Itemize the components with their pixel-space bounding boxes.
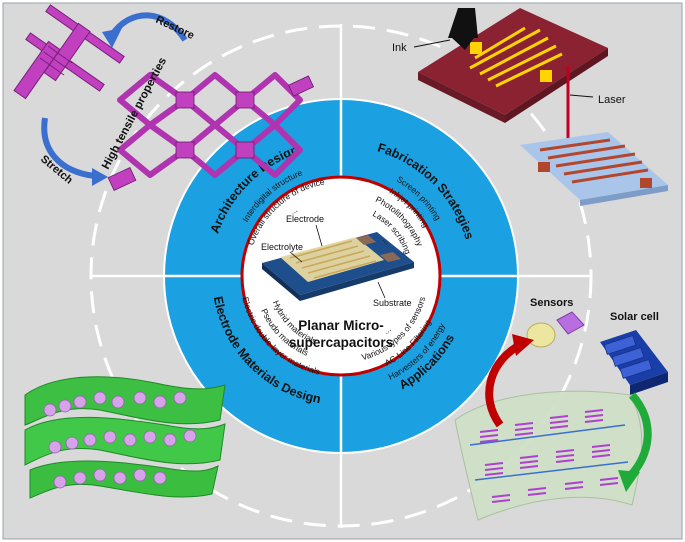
laser-illustration bbox=[520, 66, 668, 206]
electrode-label: Electrode bbox=[286, 214, 324, 224]
fabrication-item-5: ... bbox=[381, 234, 393, 246]
svg-text:...: ... bbox=[381, 324, 393, 336]
green-arrow bbox=[625, 392, 652, 481]
solar-cell-illustration bbox=[600, 330, 668, 395]
stretchable-structure-illustration bbox=[13, 4, 315, 191]
center-labels: Electrode Electrolyte Substrate Planar M… bbox=[261, 214, 412, 350]
architecture-item-3: ... bbox=[287, 204, 299, 216]
center-title-line1: Planar Micro- bbox=[298, 318, 384, 333]
center-device-illustration bbox=[262, 232, 414, 301]
electrolyte-label: Electrolyte bbox=[261, 242, 303, 252]
green-arrowhead bbox=[618, 470, 640, 492]
solar-cell-label: Solar cell bbox=[610, 311, 659, 323]
center-title-line2: supercapacitors bbox=[289, 335, 393, 350]
restore-arrowhead bbox=[102, 28, 122, 48]
laser-label: Laser bbox=[598, 94, 626, 106]
stretch-arrow bbox=[41, 117, 96, 179]
red-arrow bbox=[485, 341, 523, 428]
substrate-label: Substrate bbox=[373, 298, 412, 308]
sensors-illustration bbox=[526, 311, 585, 348]
ink-label: Ink bbox=[392, 42, 407, 54]
svg-text:...: ... bbox=[287, 204, 299, 216]
svg-text:...: ... bbox=[381, 234, 393, 246]
stretch-arrowhead bbox=[92, 168, 108, 186]
red-arrowhead bbox=[512, 334, 534, 356]
sensors-label: Sensors bbox=[530, 297, 573, 309]
ink-printing-illustration bbox=[418, 8, 608, 123]
restore-arrow bbox=[109, 12, 188, 42]
electrode-material-illustration bbox=[24, 376, 226, 499]
applications-item-4: ... bbox=[381, 324, 393, 336]
